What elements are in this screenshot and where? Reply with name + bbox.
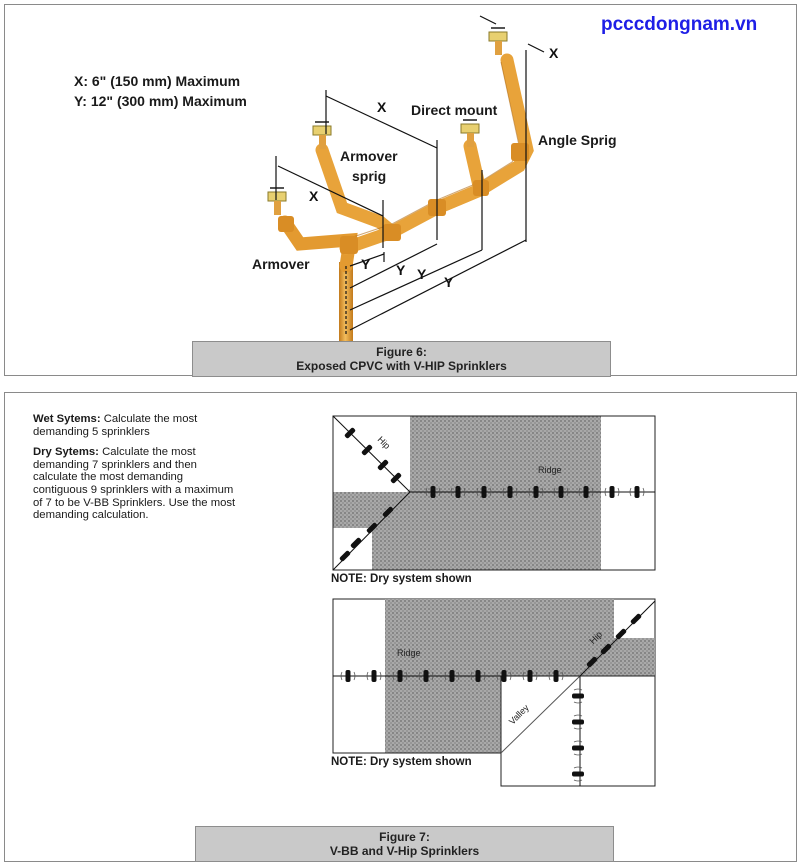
dim-y-3: Y xyxy=(417,266,427,282)
figure-7-caption: Figure 7: V-BB and V-Hip Sprinklers xyxy=(195,826,614,862)
top-diagram-note: NOTE: Dry system shown xyxy=(331,573,472,585)
legend-y: Y: 12" (300 mm) Maximum xyxy=(74,93,247,109)
dim-x-3: X xyxy=(549,45,559,61)
label-armover-sprig-1: Armover xyxy=(340,148,398,164)
diagram-bottom: Ridge Hip Valley xyxy=(332,598,656,787)
brand-watermark[interactable]: pcccdongnam.vn xyxy=(601,14,758,35)
dim-y-1: Y xyxy=(361,256,371,272)
dim-x-1: X xyxy=(377,99,387,115)
dry-systems-label: Dry Sytems: xyxy=(33,446,99,459)
figure-7-caption-title: Figure 7: xyxy=(379,830,430,844)
dimension-lines xyxy=(275,15,545,336)
system-notes: Wet Sytems: Calculate the most demanding… xyxy=(33,413,238,530)
dry-systems-note: Dry Sytems: Calculate the most demanding… xyxy=(33,446,238,522)
figure-6-caption-title: Figure 6: xyxy=(376,345,427,359)
legend-x: X: 6" (150 mm) Maximum xyxy=(74,73,241,89)
figure-6-panel xyxy=(4,4,797,376)
figure-7-caption-subtitle: V-BB and V-Hip Sprinklers xyxy=(329,844,480,858)
label-direct-mount: Direct mount xyxy=(411,102,498,118)
label-armover-sprig-2: sprig xyxy=(352,168,387,184)
dim-x-2: X xyxy=(309,188,319,204)
figure-6-illustration: X X X Y Y Y Y xyxy=(267,15,559,342)
dry-systems-text: Calculate the most demanding 7 sprinkler… xyxy=(33,446,236,522)
top-ridge-label: Ridge xyxy=(538,465,562,475)
label-armover: Armover xyxy=(252,256,310,272)
dim-y-2: Y xyxy=(396,262,406,278)
pipe-fittings xyxy=(278,143,529,254)
bottom-diagram-note: NOTE: Dry system shown xyxy=(331,756,472,768)
wet-systems-note: Wet Sytems: Calculate the most demanding… xyxy=(33,413,238,438)
wet-systems-text: Calculate the most demanding 5 sprinkler… xyxy=(33,413,198,438)
figure-6-caption: Figure 6: Exposed CPVC with V-HIP Sprink… xyxy=(192,341,611,377)
bottom-ridge-label: Ridge xyxy=(397,648,421,658)
wet-systems-label: Wet Sytems: xyxy=(33,413,101,425)
sprinkler-heads xyxy=(267,27,508,215)
figure-6-caption-subtitle: Exposed CPVC with V-HIP Sprinklers xyxy=(296,359,507,373)
diagram-top: Hip Ridge xyxy=(332,415,656,571)
label-angle-sprig: Angle Sprig xyxy=(538,132,617,148)
dim-y-4: Y xyxy=(444,274,454,290)
